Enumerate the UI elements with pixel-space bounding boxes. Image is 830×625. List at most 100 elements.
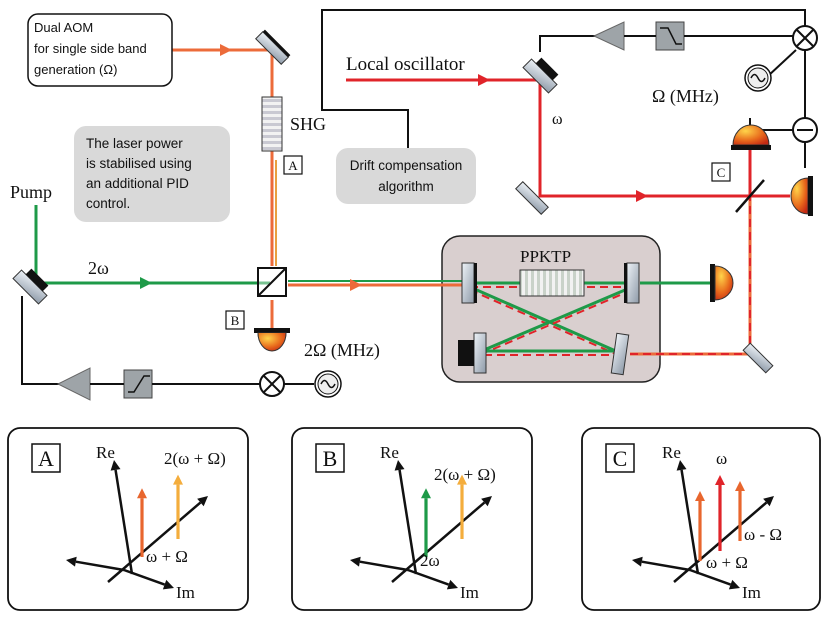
pid-note-4: control. xyxy=(86,196,130,211)
label-top: 2(ω + Ω) xyxy=(434,465,496,484)
sideband-arrow xyxy=(137,488,147,557)
mirror-lo-lower xyxy=(515,181,549,215)
axis-neg-im xyxy=(66,556,125,572)
mirror-aom xyxy=(255,29,291,65)
pump-label: Pump xyxy=(10,182,52,202)
axis-re xyxy=(110,460,134,575)
aom-label-2: for single side band xyxy=(34,41,147,56)
label-re: Re xyxy=(380,443,399,462)
marker-b-box xyxy=(225,310,245,330)
cavity-mirror-lower-right xyxy=(610,332,630,376)
cavity-mirror-output xyxy=(624,262,640,304)
filter-top xyxy=(655,21,685,51)
lo-arrowhead-1 xyxy=(478,74,490,86)
amplifier-bottom xyxy=(56,367,91,401)
panel-letter: A xyxy=(38,446,54,471)
label-im: Im xyxy=(742,583,761,602)
local-oscillator-beam xyxy=(346,78,790,198)
drift-box xyxy=(336,148,476,204)
axis-diag xyxy=(107,496,208,583)
label-top: ω xyxy=(716,449,727,468)
shg-label: SHG xyxy=(290,114,326,134)
label-top: 2(ω + Ω) xyxy=(164,449,226,468)
cavity-beam-cross2-red xyxy=(483,289,633,354)
feedback-wire-top xyxy=(321,9,806,148)
detector-transmission xyxy=(710,264,734,302)
cavity-mirror-input xyxy=(461,262,477,304)
local-oscillator-label: Local oscillator xyxy=(346,54,465,75)
marker-c: C xyxy=(717,165,726,180)
axis-re xyxy=(394,460,418,575)
mixer-top xyxy=(792,25,818,51)
ppktp-crystal xyxy=(519,269,585,297)
oscillator-top xyxy=(744,64,772,92)
panel-letter-box xyxy=(605,443,635,473)
mirror-bottom-right xyxy=(742,342,774,374)
cavity-beam-cross1-red xyxy=(469,289,619,356)
pump-arrowhead xyxy=(140,277,152,289)
detector-b xyxy=(254,328,290,352)
beam-splitter xyxy=(257,267,287,297)
amplifier-top xyxy=(592,21,625,51)
panel-letter: C xyxy=(613,446,628,471)
panel-letter-box xyxy=(315,443,345,473)
label-im: Im xyxy=(460,583,479,602)
detector-homodyne-upper xyxy=(731,124,771,150)
ppktp-label: PPKTP xyxy=(520,247,571,266)
pid-note-box xyxy=(74,126,230,222)
mirror-lo xyxy=(522,57,559,94)
label-im: Im xyxy=(176,583,195,602)
axis-neg-im xyxy=(350,556,409,572)
label-re: Re xyxy=(96,443,115,462)
axis-re xyxy=(676,460,700,575)
label-re: Re xyxy=(662,443,681,462)
oscillator-bottom xyxy=(314,370,342,398)
axis-diag xyxy=(391,496,492,583)
aom-label-1: Dual AOM xyxy=(34,20,93,35)
marker-b: B xyxy=(231,313,240,328)
panel-letter-box xyxy=(31,443,61,473)
detector-homodyne-right xyxy=(790,176,813,216)
pid-note-3: an additional PID xyxy=(86,176,189,191)
marker-a-box xyxy=(283,155,303,175)
cavity-mirror-pzt xyxy=(458,332,487,374)
omega-label: ω xyxy=(552,111,563,128)
omega-mhz-label: Ω (MHz) xyxy=(652,86,719,107)
filter-bottom xyxy=(123,369,153,399)
sideband-arrow xyxy=(457,474,467,539)
panel-letter: B xyxy=(323,446,338,471)
label-mid: ω - Ω xyxy=(744,525,782,544)
label-bottom: ω + Ω xyxy=(146,547,188,566)
sideband-arrow xyxy=(173,474,183,539)
drift-label-1: Drift compensation xyxy=(350,158,463,173)
sideband-arrow xyxy=(421,488,431,557)
aom-label-3: generation (Ω) xyxy=(34,62,117,77)
aom-box xyxy=(27,13,173,87)
sideband-arrow xyxy=(715,475,725,551)
two-omega-label: 2ω xyxy=(88,258,109,278)
cavity-beam-cross1-green xyxy=(469,285,619,354)
lo-arrowhead-2 xyxy=(636,190,648,202)
two-omega-mhz-label: 2Ω (MHz) xyxy=(304,340,380,361)
pid-note-2: is stabilised using xyxy=(86,156,192,171)
osc-to-mixer-top xyxy=(767,49,797,77)
shg-crystal xyxy=(261,96,283,152)
pid-note-1: The laser power xyxy=(86,136,183,151)
axis-neg-im xyxy=(632,556,691,572)
homodyne-beam-splitter xyxy=(735,179,765,213)
aom-arrowhead xyxy=(220,44,232,56)
marker-a: A xyxy=(288,158,298,173)
sideband-arrow xyxy=(735,481,745,541)
cavity-beam-cross2-green xyxy=(483,285,633,352)
sideband-arrow xyxy=(695,491,705,561)
subtractor xyxy=(792,117,818,143)
label-bottom: ω + Ω xyxy=(706,553,748,572)
mirror-pump xyxy=(12,268,49,305)
cavity-input-arrowhead xyxy=(350,279,362,291)
marker-c-box xyxy=(711,162,731,182)
